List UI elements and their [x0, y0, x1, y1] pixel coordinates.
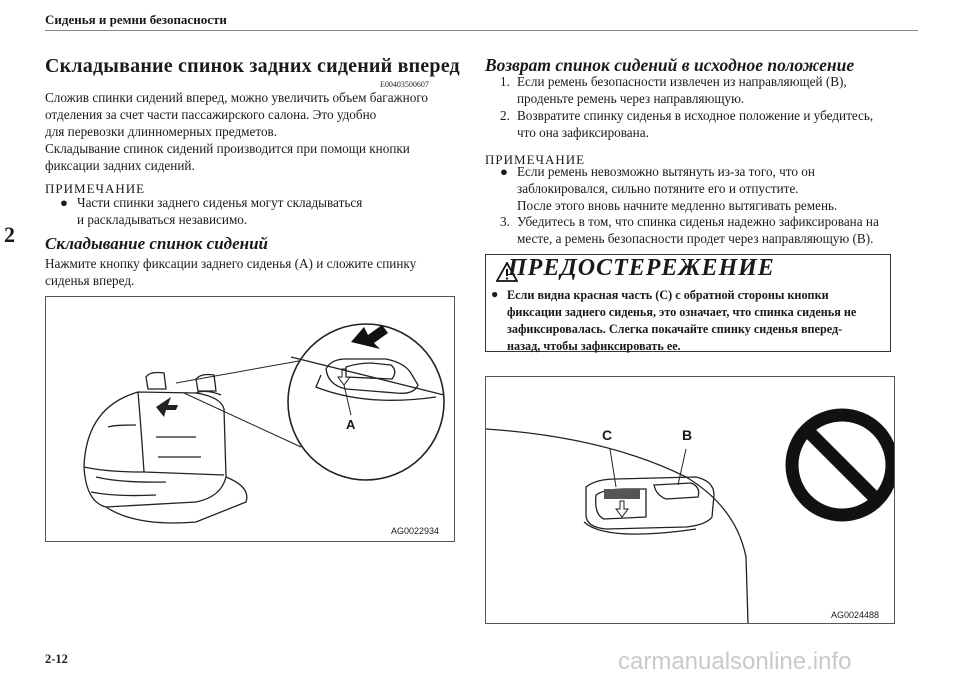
warning-line: назад, чтобы зафиксировать ее. [507, 339, 681, 353]
note-line: Если ремень невозможно вытянуть из-за то… [517, 164, 815, 179]
right-heading: Возврат спинок сидений в исходное положе… [485, 55, 855, 75]
section-header: Сиденья и ремни безопасности [45, 12, 227, 27]
label-a: A [346, 417, 356, 432]
step-line: Возвратите спинку сиденья в исходное пол… [517, 108, 874, 123]
step-line: Если ремень безопасности извлечен из нап… [517, 74, 847, 89]
step-1: 1. Если ремень безопасности извлечен из … [500, 73, 900, 107]
intro-line: для перевозки длинномерных предметов. [45, 124, 278, 139]
right-note-item: ● Если ремень невозможно вытянуть из-за … [500, 163, 900, 214]
note-line: и раскладываться независимо. [77, 212, 248, 227]
seat-lock-illustration [485, 408, 899, 624]
note-line: Части спинки заднего сиденья могут склад… [77, 195, 363, 210]
bullet-icon: ● [500, 164, 508, 179]
seat-fold-figure: A AG0022934 [45, 296, 455, 542]
page-number: 2-12 [45, 652, 68, 666]
warning-line: зафиксировалась. Слегка покачайте спинку… [507, 322, 843, 336]
header-divider [45, 30, 918, 31]
step-number: 2. [500, 108, 510, 123]
step-3: 3. Убедитесь в том, что спинка сиденья н… [500, 213, 900, 247]
watermark: carmanualsonline.info [618, 648, 852, 675]
intro-line: Складывание спинок сидений производится … [45, 141, 410, 156]
step-number: 1. [500, 74, 510, 89]
subheading: Складывание спинок сидений [45, 234, 269, 253]
step-line: Убедитесь в том, что спинка сиденья наде… [517, 214, 879, 229]
label-b: B [682, 427, 693, 443]
warning-line: Если видна красная часть (C) с обратной … [507, 288, 829, 302]
note-line: заблокировался, сильно потяните его и от… [517, 181, 799, 196]
intro-line: фиксации задних сидений. [45, 158, 195, 173]
note-label: ПРИМЕЧАНИЕ [45, 181, 146, 196]
warning-title: ПРЕДОСТЕРЕЖЕНИЕ [508, 255, 775, 281]
right-note-label: ПРИМЕЧАНИЕ [485, 152, 586, 167]
sub-line: сиденья вперед. [45, 273, 135, 288]
warning-box [485, 254, 891, 352]
bullet-icon: ● [491, 287, 499, 301]
figure-code: AG0022934 [391, 526, 440, 536]
figure-code: AG0024488 [831, 610, 880, 620]
note-line: После этого вновь начните медленно вытяг… [517, 198, 838, 213]
warning-line: фиксации заднего сиденья, это означает, … [507, 305, 857, 319]
seat-lock-figure: C B AG0024488 [485, 376, 899, 624]
intro-line: отделения за счет части пассажирского са… [45, 107, 377, 122]
seat-illustration [83, 323, 445, 524]
intro-line: Сложив спинки сидений вперед, можно увел… [45, 90, 428, 105]
note-item: ● Части спинки заднего сиденья могут скл… [60, 194, 460, 228]
label-c: C [602, 427, 613, 443]
sub-paragraph: Нажмите кнопку фиксации заднего сиденья … [45, 255, 465, 289]
intro-paragraph: Сложив спинки сидений вперед, можно увел… [45, 89, 465, 174]
page-title: Складывание спинок задних сидений вперед [45, 55, 460, 77]
step-line: проденьте ремень через направляющую. [517, 91, 745, 106]
warning-text: Если видна красная часть (C) с обратной … [507, 287, 885, 355]
section-code: E00403500607 [380, 80, 429, 89]
step-number: 3. [500, 214, 510, 229]
step-line: месте, а ремень безопасности продет чере… [517, 231, 874, 246]
step-line: что она зафиксирована. [517, 125, 649, 140]
warning-triangle-icon [496, 262, 518, 282]
sub-line: Нажмите кнопку фиксации заднего сиденья … [45, 256, 417, 271]
chapter-number: 2 [4, 222, 15, 247]
step-2: 2. Возвратите спинку сиденья в исходное … [500, 107, 900, 141]
bullet-icon: ● [60, 195, 68, 210]
